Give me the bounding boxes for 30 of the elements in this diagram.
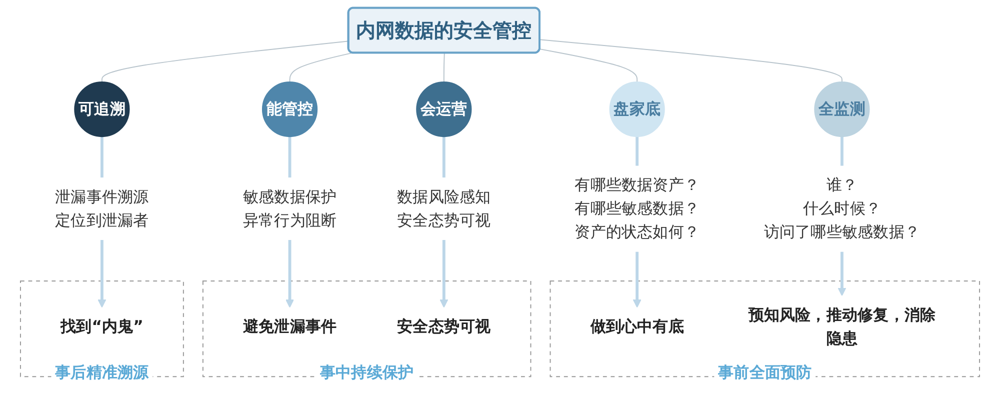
node-text: 安全态势可视 xyxy=(397,317,491,336)
node-circle: 能管控 xyxy=(262,81,318,138)
arrow xyxy=(838,252,846,296)
connector xyxy=(540,39,842,82)
connector xyxy=(539,48,638,82)
connector xyxy=(443,52,445,82)
connector xyxy=(289,52,353,82)
connector xyxy=(636,136,639,166)
arrow xyxy=(440,240,448,308)
connector xyxy=(442,136,446,178)
node-text: 找到“内鬼” xyxy=(60,317,144,336)
node-text: 敏感数据保护 异常行为阻断 xyxy=(242,187,337,230)
arrow xyxy=(632,252,642,308)
arrow xyxy=(285,240,294,308)
node-circle: 可追溯 xyxy=(74,81,130,138)
node-text: 泄漏事件溯源 定位到泄漏者 xyxy=(55,187,149,230)
connector xyxy=(840,136,844,166)
connector xyxy=(288,136,292,178)
node-text: 数据风险感知 安全态势可视 xyxy=(397,187,491,230)
node-text: 避免泄漏事件 xyxy=(242,317,337,336)
node-circle: 全监测 xyxy=(814,81,870,138)
node-text: 做到心中有底 xyxy=(590,317,684,336)
connector xyxy=(100,136,104,178)
arrow xyxy=(98,240,106,308)
node-text: 有哪些数据资产？ 有哪些敏感数据？ 资产的状态如何？ xyxy=(574,176,700,241)
node-text: 预知风险，推动修复，消除隐患 xyxy=(748,305,936,348)
node-circle: 会运营 xyxy=(416,81,472,138)
node-circle: 盘家底 xyxy=(609,81,665,138)
node-text: 谁？ 什么时候？ 访问了哪些敏感数据？ xyxy=(764,176,920,241)
connector xyxy=(101,40,350,82)
